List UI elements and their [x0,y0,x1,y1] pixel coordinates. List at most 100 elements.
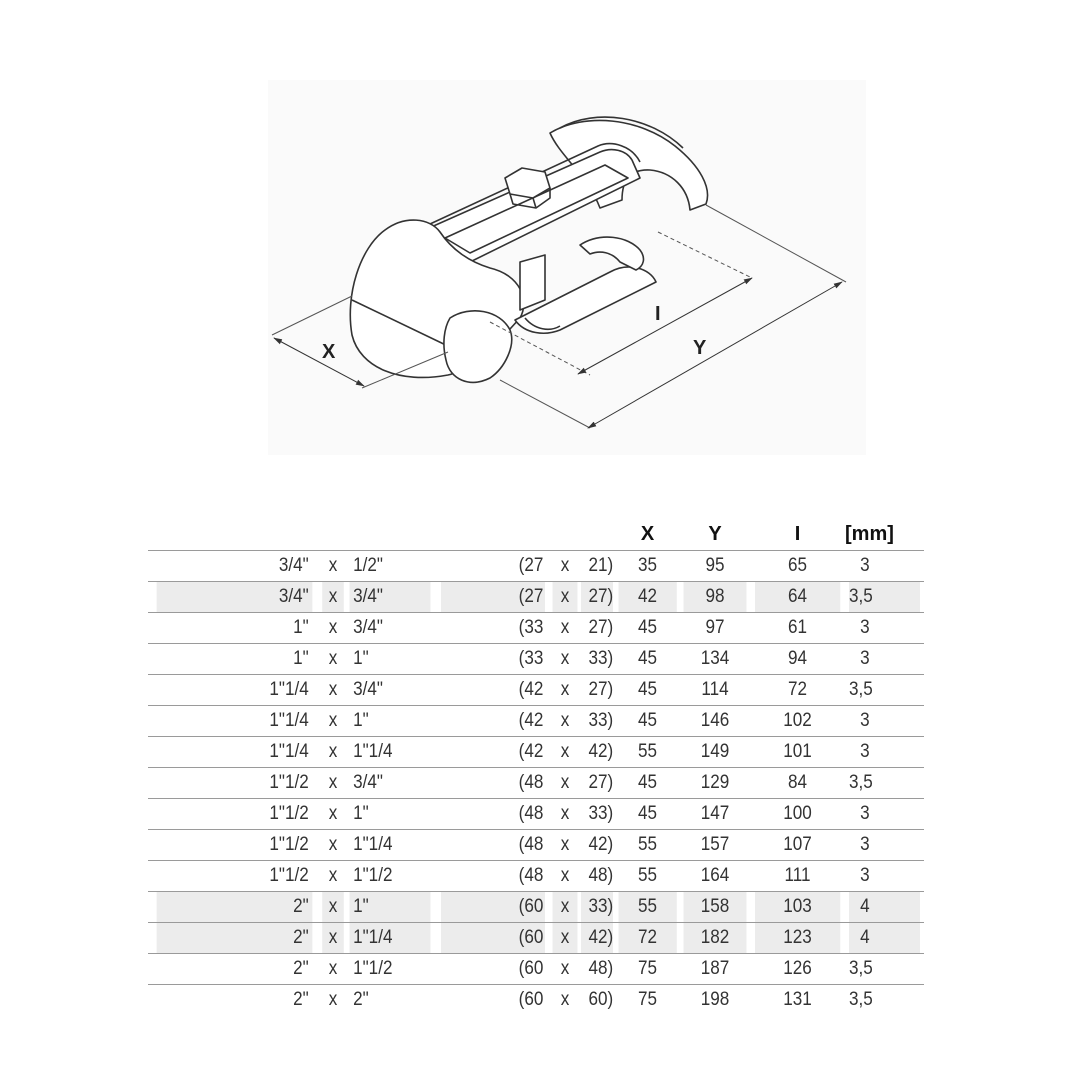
value-y: 114 [683,674,747,706]
size-mm-separator: x [552,798,578,830]
value-x: 45 [618,674,677,706]
size-mm-b: 27) [580,581,614,613]
value-x: 45 [618,705,677,737]
size-inch-a: 2" [156,953,313,985]
size-mm-b: 60) [580,984,614,1015]
header-i: I [794,522,801,545]
value-i: 131 [754,984,841,1015]
header-size [148,518,615,551]
size-inch-a: 3/4" [156,550,313,582]
value-x: 55 [618,736,677,768]
size-mm-separator: x [552,829,578,861]
value-i: 107 [754,829,841,861]
value-i: 84 [754,767,841,799]
size-inch-a: 1"1/2 [156,798,313,830]
size-separator: x [322,581,344,613]
value-i: 103 [754,891,841,923]
value-thickness: 3 [848,550,921,582]
value-thickness: 3,5 [848,674,921,706]
size-inch-b: 3/4" [349,612,431,644]
value-thickness: 3,5 [848,984,921,1015]
value-y: 187 [683,953,747,985]
size-mm-separator: x [552,922,578,954]
size-inch-a: 1"1/2 [156,767,313,799]
size-separator: x [322,643,344,675]
size-mm-a: (48 [440,798,546,830]
size-inch-a: 1"1/4 [156,736,313,768]
size-separator: x [322,705,344,737]
size-inch-b: 1" [349,643,431,675]
size-mm-a: (60 [440,922,546,954]
size-inch-a: 1"1/4 [156,674,313,706]
value-y: 97 [683,612,747,644]
size-separator: x [322,674,344,706]
dimension-label-y: Y [693,337,707,359]
size-inch-b: 3/4" [349,581,431,613]
value-thickness: 3 [848,798,921,830]
value-x: 45 [618,643,677,675]
value-y: 198 [683,984,747,1015]
value-thickness: 3 [848,705,921,737]
size-inch-a: 1" [156,643,313,675]
size-separator: x [322,984,344,1015]
value-y: 158 [683,891,747,923]
value-i: 123 [754,922,841,954]
value-thickness: 3 [848,736,921,768]
value-thickness: 4 [848,891,921,923]
value-thickness: 3 [848,612,921,644]
value-i: 64 [754,581,841,613]
size-mm-a: (27 [440,581,546,613]
size-mm-a: (48 [440,829,546,861]
size-inch-b: 1"1/4 [349,736,431,768]
size-mm-separator: x [552,674,578,706]
header-y: Y [708,522,722,545]
size-inch-b: 2" [349,984,431,1015]
size-inch-a: 1"1/2 [156,860,313,892]
value-thickness: 3 [848,860,921,892]
value-x: 75 [618,953,677,985]
size-mm-b: 33) [580,798,614,830]
value-i: 111 [754,860,841,892]
size-inch-a: 2" [156,922,313,954]
value-i: 101 [754,736,841,768]
value-y: 147 [683,798,747,830]
value-i: 61 [754,612,841,644]
value-x: 72 [618,922,677,954]
size-separator: x [322,953,344,985]
size-inch-b: 3/4" [349,674,431,706]
size-inch-b: 1" [349,705,431,737]
dimension-label-i: I [655,303,661,325]
size-separator: x [322,860,344,892]
value-x: 55 [618,891,677,923]
size-mm-separator: x [552,767,578,799]
size-mm-separator: x [552,953,578,985]
value-i: 72 [754,674,841,706]
size-inch-a: 1"1/2 [156,829,313,861]
value-x: 75 [618,984,677,1015]
value-y: 157 [683,829,747,861]
value-y: 98 [683,581,747,613]
size-mm-a: (33 [440,643,546,675]
size-mm-separator: x [552,891,578,923]
size-mm-separator: x [552,705,578,737]
value-y: 95 [683,550,747,582]
value-thickness: 3,5 [848,581,921,613]
size-inch-b: 1" [349,891,431,923]
size-inch-b: 3/4" [349,767,431,799]
size-mm-a: (60 [440,891,546,923]
size-inch-b: 1/2" [349,550,431,582]
value-thickness: 4 [848,922,921,954]
size-mm-b: 42) [580,736,614,768]
size-separator: x [322,736,344,768]
value-y: 182 [683,922,747,954]
size-inch-b: 1"1/4 [349,922,431,954]
clamp-drawing: X Y I [268,80,866,455]
